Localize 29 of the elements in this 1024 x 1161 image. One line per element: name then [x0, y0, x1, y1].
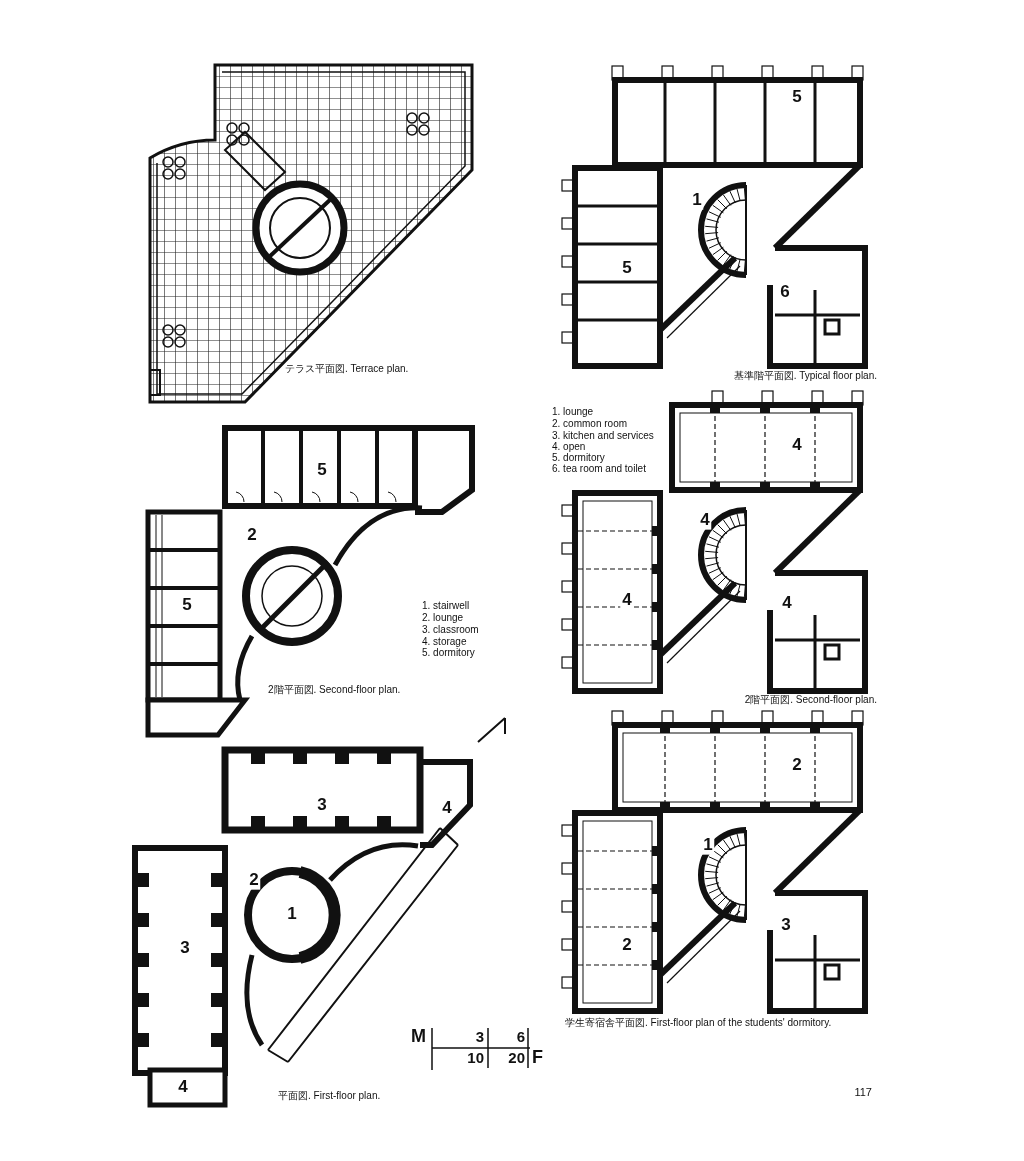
key-item: 5. dormitory — [552, 451, 605, 463]
plan-caption: テラス平面図. Terrace plan. — [285, 362, 409, 374]
scale-number: 6 — [516, 1028, 525, 1046]
key-item: 4. open — [552, 440, 586, 452]
key-item: 4. storage — [422, 635, 467, 647]
plan-caption: 基準階平面図. Typical floor plan. — [733, 369, 877, 381]
room-number: 4 — [698, 510, 712, 530]
key-item: 2. common room — [552, 417, 628, 429]
key-item: 3. classroom — [422, 623, 479, 635]
plan-caption: 2階平面図. Second-floor plan. — [268, 683, 401, 695]
plan-caption: 平面図. First-floor plan. — [278, 1089, 381, 1101]
scale-number: 3 — [475, 1028, 484, 1046]
scale-number: 10 — [467, 1049, 484, 1067]
room-number: 2 — [247, 870, 261, 890]
page-number: 117 — [854, 1085, 872, 1099]
room-number: 1 — [701, 835, 715, 855]
key-item: 2. lounge — [422, 611, 464, 623]
scale-number: 20 — [508, 1049, 525, 1067]
plan-caption: 学生寄宿舎平面図. First-floor plan of the students' dormitory. — [565, 1016, 832, 1028]
scale-number: M — [411, 1027, 426, 1047]
key-item: 1. lounge — [552, 405, 594, 417]
key-item: 6. tea room and toilet — [552, 462, 646, 474]
room-number: 1 — [690, 190, 704, 210]
room-number: 4 — [620, 590, 634, 610]
scale-number: F — [532, 1048, 543, 1068]
key-item: 5. dormitory — [422, 646, 475, 658]
key-item: 3. kitchen and services — [552, 429, 654, 441]
plan-caption: 2階平面図. Second-floor plan. — [744, 693, 877, 705]
key-item: 1. stairwell — [422, 599, 470, 611]
